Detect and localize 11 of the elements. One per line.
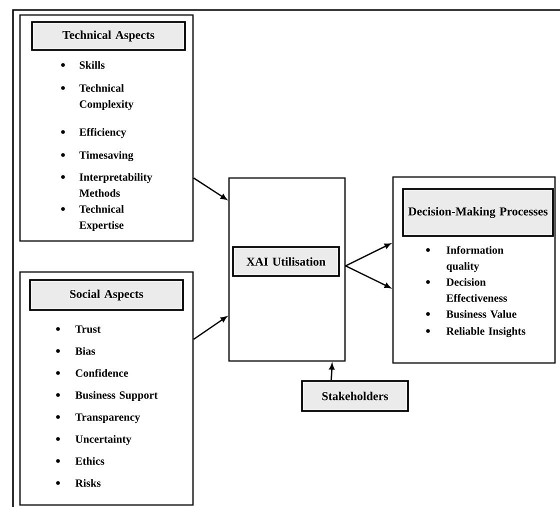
heading-box: Stakeholders: [301, 380, 409, 412]
arrow: [329, 364, 334, 380]
arrow: [193, 316, 227, 340]
process-box: [228, 177, 346, 362]
heading-box: Social Aspects: [29, 279, 184, 311]
heading-box: XAI Utilisation: [232, 246, 340, 277]
heading-box: Decision-Making Processes: [402, 188, 554, 237]
heading-box: Technical Aspects: [31, 21, 186, 51]
arrow: [193, 177, 227, 200]
arrow: [345, 243, 391, 266]
arrow: [345, 265, 391, 288]
